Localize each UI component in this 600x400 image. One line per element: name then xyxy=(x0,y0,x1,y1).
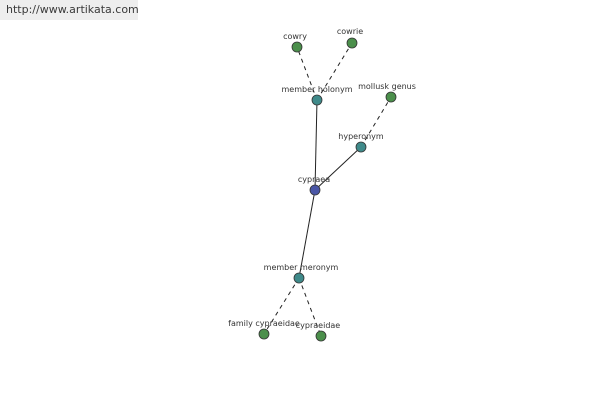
node-label-cypraea[interactable]: cypraea xyxy=(298,175,330,184)
edge-hyperonym-to-mollusk-genus xyxy=(360,96,392,148)
node-label-cypraeidae[interactable]: cypraeidae xyxy=(296,321,341,330)
edge-member-meronym-to-family-cypraeidae xyxy=(263,277,300,335)
node-hyperonym[interactable] xyxy=(355,141,367,153)
node-label-family-cypraeidae[interactable]: family cypraeidae xyxy=(228,319,300,328)
labels-layer: cypraea member holonym hyperonym member mer… xyxy=(228,27,416,330)
edge-cypraea-to-hyperonym xyxy=(314,146,362,191)
node-cowrie[interactable] xyxy=(346,37,358,49)
node-cypraeidae[interactable] xyxy=(315,330,327,342)
node-member-holonym[interactable] xyxy=(311,94,323,106)
node-label-cowry[interactable]: cowry xyxy=(283,32,307,41)
node-label-mollusk-genus[interactable]: mollusk genus xyxy=(358,82,416,91)
node-member-meronym[interactable] xyxy=(293,272,305,284)
node-family-cypraeidae[interactable] xyxy=(258,328,270,340)
edge-member-holonym-to-cowry xyxy=(296,46,318,101)
node-label-member-holonym[interactable]: member holonym xyxy=(281,85,352,94)
edge-cypraea-to-member-holonym xyxy=(314,99,318,191)
node-label-member-meronym[interactable]: member meronym xyxy=(264,263,339,272)
node-mollusk-genus[interactable] xyxy=(385,91,397,103)
nodes-layer xyxy=(258,37,397,342)
node-label-cowrie[interactable]: cowrie xyxy=(337,27,363,36)
edge-member-holonym-to-cowrie xyxy=(316,42,353,101)
edge-member-meronym-to-cypraeidae xyxy=(298,277,322,337)
node-cypraea[interactable] xyxy=(309,184,321,196)
node-label-hyperonym[interactable]: hyperonym xyxy=(338,132,384,141)
source-url[interactable]: http://www.artikata.com xyxy=(0,0,139,20)
edge-cypraea-to-member-meronym xyxy=(298,189,316,279)
edges-layer xyxy=(263,42,392,337)
node-cowry[interactable] xyxy=(291,41,303,53)
